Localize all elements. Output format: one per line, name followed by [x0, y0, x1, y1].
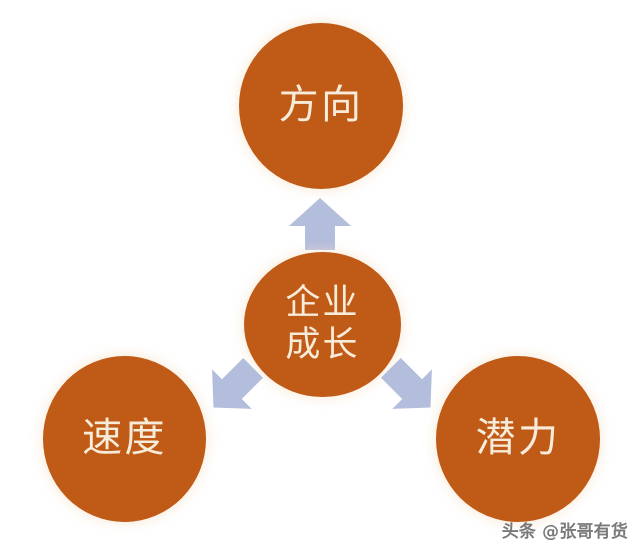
node-speed[interactable]: 速度: [43, 356, 206, 522]
arrow-down-left-icon: [199, 352, 269, 422]
node-direction-label: 方向: [278, 82, 364, 129]
watermark-text: 头条 @张哥有货: [501, 522, 628, 542]
node-potential[interactable]: 潜力: [436, 356, 600, 522]
node-speed-label: 速度: [82, 415, 167, 462]
arrow-down-right-icon: [375, 352, 445, 422]
arrow-up-icon: [287, 196, 353, 252]
node-potential-label: 潜力: [475, 415, 561, 462]
node-enterprise-growth-label: 企业 成长: [285, 283, 360, 365]
node-direction[interactable]: 方向: [239, 23, 403, 189]
node-enterprise-growth-hub[interactable]: 企业 成长: [244, 252, 401, 397]
